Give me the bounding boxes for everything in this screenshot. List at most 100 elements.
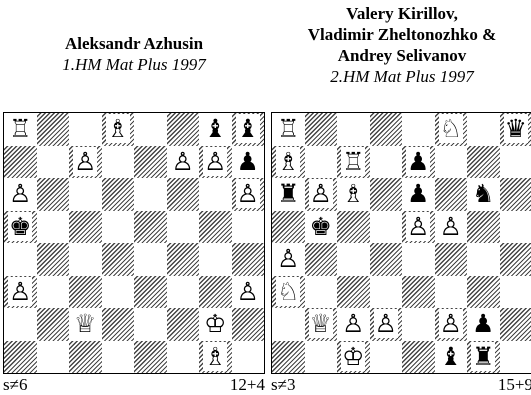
dark-square: [102, 308, 135, 341]
dark-square: [37, 113, 70, 146]
light-square: [337, 243, 370, 276]
white-queen-icon: ♕: [305, 308, 338, 341]
light-square: [37, 276, 70, 309]
light-square: [305, 146, 338, 179]
dark-square: [134, 341, 167, 374]
dark-square: [500, 178, 531, 211]
dark-square: [69, 276, 102, 309]
problem-1: Aleksandr Azhusin 1.HM Mat Plus 1997 ♖♗♝…: [3, 0, 265, 395]
light-square: [305, 276, 338, 309]
dark-square: [272, 211, 305, 244]
dark-square: [199, 211, 232, 244]
dark-square: [4, 146, 37, 179]
dark-square: [232, 243, 265, 276]
dark-square: [134, 211, 167, 244]
white-pawn-icon: ♙: [4, 276, 37, 309]
light-square: [199, 178, 232, 211]
white-pawn-icon: ♙: [199, 146, 232, 179]
light-square: [134, 243, 167, 276]
dark-square: [167, 308, 200, 341]
dark-square: [134, 146, 167, 179]
light-square: [305, 341, 338, 374]
chessboard-1: ♖♗♝♝♙♙♙♟♙♙♚♙♙♕♔♗: [3, 112, 265, 374]
light-square: [402, 113, 435, 146]
dark-square: [467, 146, 500, 179]
light-square: [167, 341, 200, 374]
black-pawn-icon: ♟: [467, 308, 500, 341]
white-pawn-icon: ♙: [435, 308, 468, 341]
light-square: [402, 308, 435, 341]
white-queen-icon: ♕: [69, 308, 102, 341]
white-pawn-icon: ♙: [69, 146, 102, 179]
light-square: [467, 113, 500, 146]
black-king-icon: ♚: [4, 211, 37, 244]
light-square: [435, 146, 468, 179]
light-square: [272, 308, 305, 341]
light-square: [370, 276, 403, 309]
dark-square: [467, 211, 500, 244]
black-bishop-icon: ♝: [199, 113, 232, 146]
white-bishop-icon: ♗: [199, 341, 232, 374]
light-square: [134, 113, 167, 146]
black-bishop-icon: ♝: [232, 113, 265, 146]
piece-count: 12+4: [230, 375, 265, 395]
dark-square: [102, 243, 135, 276]
light-square: [102, 146, 135, 179]
dark-square: [402, 341, 435, 374]
white-pawn-icon: ♙: [402, 211, 435, 244]
light-square: [370, 146, 403, 179]
light-square: [500, 341, 531, 374]
dark-square: [37, 308, 70, 341]
stipulation: s≠3: [271, 375, 295, 395]
white-pawn-icon: ♙: [232, 178, 265, 211]
source-line: 2.HM Mat Plus 1997: [271, 66, 531, 87]
light-square: [134, 178, 167, 211]
white-knight-icon: ♘: [435, 113, 468, 146]
white-rook-icon: ♖: [337, 146, 370, 179]
light-square: [167, 276, 200, 309]
dark-square: [134, 276, 167, 309]
dark-square: [167, 113, 200, 146]
white-pawn-icon: ♙: [305, 178, 338, 211]
black-rook-icon: ♜: [272, 178, 305, 211]
dark-square: [370, 178, 403, 211]
dark-square: [37, 243, 70, 276]
light-square: [370, 341, 403, 374]
light-square: [37, 146, 70, 179]
author-line: Valery Kirillov,: [271, 3, 531, 24]
light-square: [500, 146, 531, 179]
source-line: 1.HM Mat Plus 1997: [3, 54, 265, 75]
dark-square: [370, 243, 403, 276]
light-square: [500, 211, 531, 244]
white-pawn-icon: ♙: [435, 211, 468, 244]
dark-square: [305, 243, 338, 276]
light-square: [232, 341, 265, 374]
piece-count: 15+9: [498, 375, 531, 395]
light-square: [4, 243, 37, 276]
white-pawn-icon: ♙: [232, 276, 265, 309]
black-pawn-icon: ♟: [232, 146, 265, 179]
light-square: [337, 113, 370, 146]
black-bishop-icon: ♝: [435, 341, 468, 374]
dark-square: [167, 178, 200, 211]
dark-square: [337, 211, 370, 244]
dark-square: [435, 178, 468, 211]
black-pawn-icon: ♟: [402, 178, 435, 211]
black-rook-icon: ♜: [467, 341, 500, 374]
white-knight-icon: ♘: [272, 276, 305, 309]
white-bishop-icon: ♗: [337, 178, 370, 211]
light-square: [69, 178, 102, 211]
light-square: [37, 211, 70, 244]
light-square: [69, 113, 102, 146]
problem-1-heading: Aleksandr Azhusin 1.HM Mat Plus 1997: [3, 33, 265, 75]
dark-square: [272, 341, 305, 374]
dark-square: [402, 276, 435, 309]
dark-square: [69, 211, 102, 244]
white-pawn-icon: ♙: [337, 308, 370, 341]
stipulation: s≠6: [3, 375, 27, 395]
white-bishop-icon: ♗: [272, 146, 305, 179]
white-bishop-icon: ♗: [102, 113, 135, 146]
dark-square: [467, 276, 500, 309]
light-square: [167, 211, 200, 244]
dark-square: [370, 113, 403, 146]
